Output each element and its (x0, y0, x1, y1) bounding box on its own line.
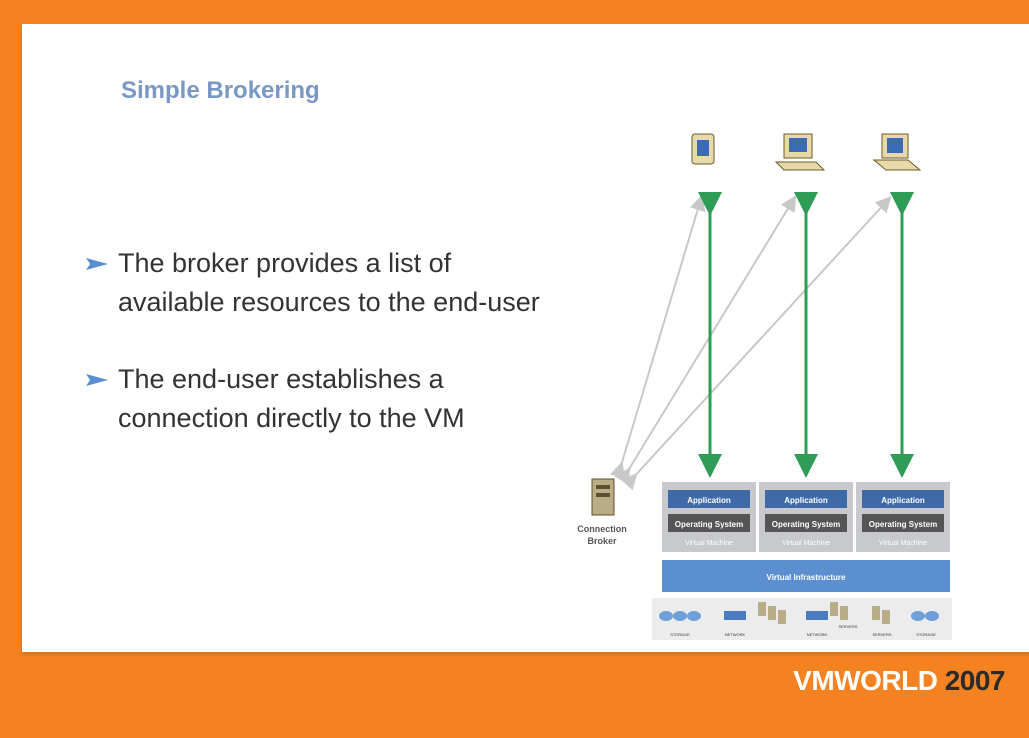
broker-label: Connection (577, 524, 627, 534)
vm-os-label: Operating System (675, 520, 743, 529)
vm-application-label: Application (881, 496, 925, 505)
vm-label: Virtual Machine (685, 540, 733, 547)
bullet-text: The end-user establishes a connection di… (118, 364, 465, 434)
thin-client-icon (691, 133, 715, 165)
broker-link-arrow (610, 194, 706, 479)
laptop-icon (872, 133, 922, 171)
desktop-pc-icon (774, 133, 826, 171)
server-rack-icon (758, 602, 786, 624)
storage-icon (911, 611, 939, 621)
vm-stack: Application Operating System Virtual Mac… (856, 482, 950, 552)
slide-panel: Simple Brokering The broker provides a l… (22, 24, 1029, 652)
slide-title: Simple Brokering (121, 77, 320, 104)
vm-application-label: Application (687, 496, 731, 505)
brand-text: VMWORLD (793, 665, 938, 696)
resource-label: SERVERS (872, 632, 891, 637)
bullet-arrow-icon (86, 374, 108, 387)
vm-stack: Application Operating System Virtual Mac… (759, 482, 853, 552)
resource-label: NETWORK (807, 632, 828, 637)
bullet-text: The broker provides a list of available … (118, 248, 540, 318)
vmworld-logo: VMWORLD 2007 (793, 665, 1005, 697)
storage-icon (659, 611, 701, 621)
resource-label: STORAGE (670, 632, 690, 637)
connection-broker-server-icon (591, 478, 615, 516)
resource-label: NETWORK (725, 632, 746, 637)
virtual-infrastructure-bar (662, 560, 950, 592)
brand-year: 2007 (944, 665, 1006, 696)
network-switch-icon (806, 611, 828, 620)
vm-os-label: Operating System (772, 520, 840, 529)
bullet-arrow-icon (86, 258, 108, 270)
vm-application-label: Application (784, 496, 828, 505)
bullet-item: The end-user establishes a connection di… (86, 360, 546, 438)
bullet-list: The broker provides a list of available … (86, 244, 546, 477)
brokering-diagram: Connection Broker Application Operating … (577, 133, 952, 640)
virtual-infrastructure-label: Virtual Infrastructure (767, 573, 847, 582)
vm-label: Virtual Machine (782, 540, 830, 547)
resource-label: STORAGE (916, 632, 936, 637)
broker-label: Broker (587, 536, 617, 546)
resource-layer: STORAGE NETWORK NETWORK SERVERS SERVERS … (652, 598, 952, 640)
broker-link-arrow (620, 196, 892, 491)
resource-label: SERVERS (838, 624, 857, 629)
bullet-item: The broker provides a list of available … (86, 244, 546, 322)
vm-label: Virtual Machine (879, 540, 927, 547)
vm-stack: Application Operating System Virtual Mac… (662, 482, 756, 552)
network-switch-icon (724, 611, 746, 620)
vm-os-label: Operating System (869, 520, 937, 529)
server-rack-icon (830, 602, 890, 624)
